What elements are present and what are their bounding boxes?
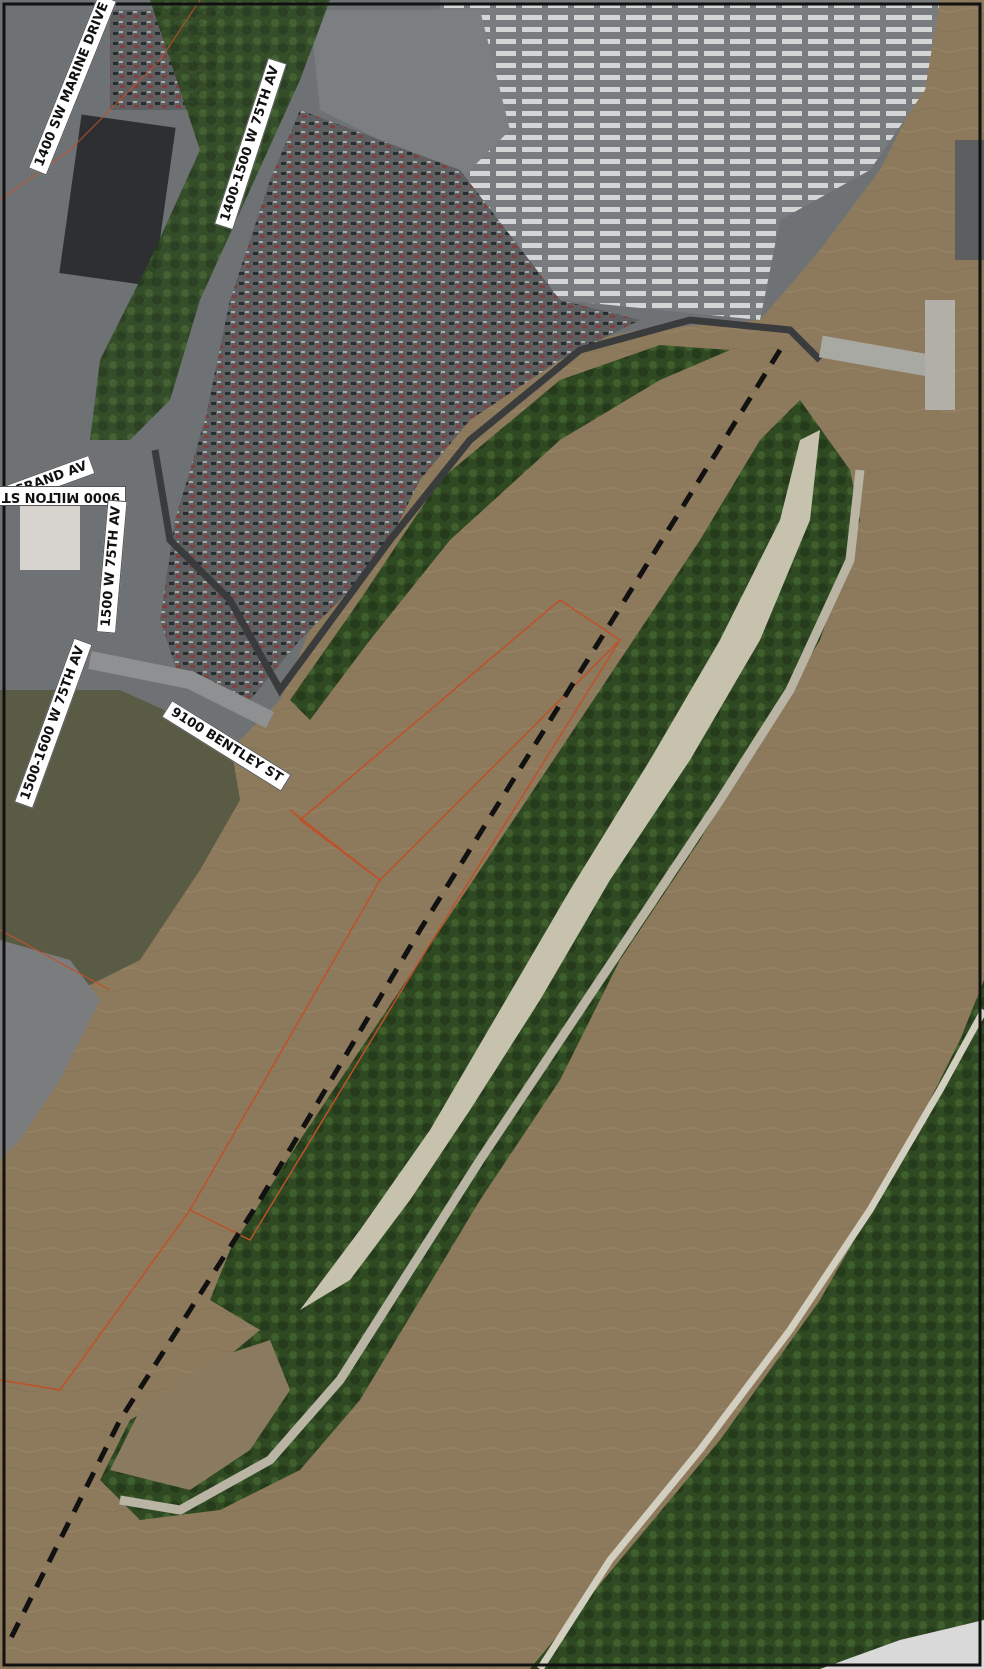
- lower-left-lot: [0, 940, 100, 1160]
- parcel-line-cross: [289, 809, 381, 881]
- dashed-boundary-line: [7, 348, 783, 1642]
- pier-platform: [925, 300, 955, 410]
- pier-walkway: [818, 335, 932, 377]
- hook-lagoon: [110, 1340, 290, 1490]
- access-road: [151, 316, 823, 697]
- island-riprap: [119, 469, 865, 1515]
- south-shore-vegetation: [530, 980, 984, 1669]
- bentley-street: [88, 651, 275, 729]
- south-shore-pavement: [820, 1620, 984, 1669]
- car-parking-lot: [160, 110, 640, 700]
- warehouse-building: [59, 114, 176, 287]
- island-spit: [100, 400, 860, 1520]
- white-roof-building: [20, 500, 80, 570]
- parcel-line-west: [0, 879, 381, 1391]
- vacant-land: [0, 690, 240, 990]
- parcel-line-lower: [0, 929, 111, 991]
- upper-lot: [310, 10, 510, 180]
- parcel-line-east: [189, 639, 621, 1241]
- trailer-lot: [430, 0, 940, 320]
- south-shore-path: [537, 1008, 984, 1669]
- embankment-trees: [290, 345, 730, 720]
- parcel-line-upper: [0, 0, 201, 201]
